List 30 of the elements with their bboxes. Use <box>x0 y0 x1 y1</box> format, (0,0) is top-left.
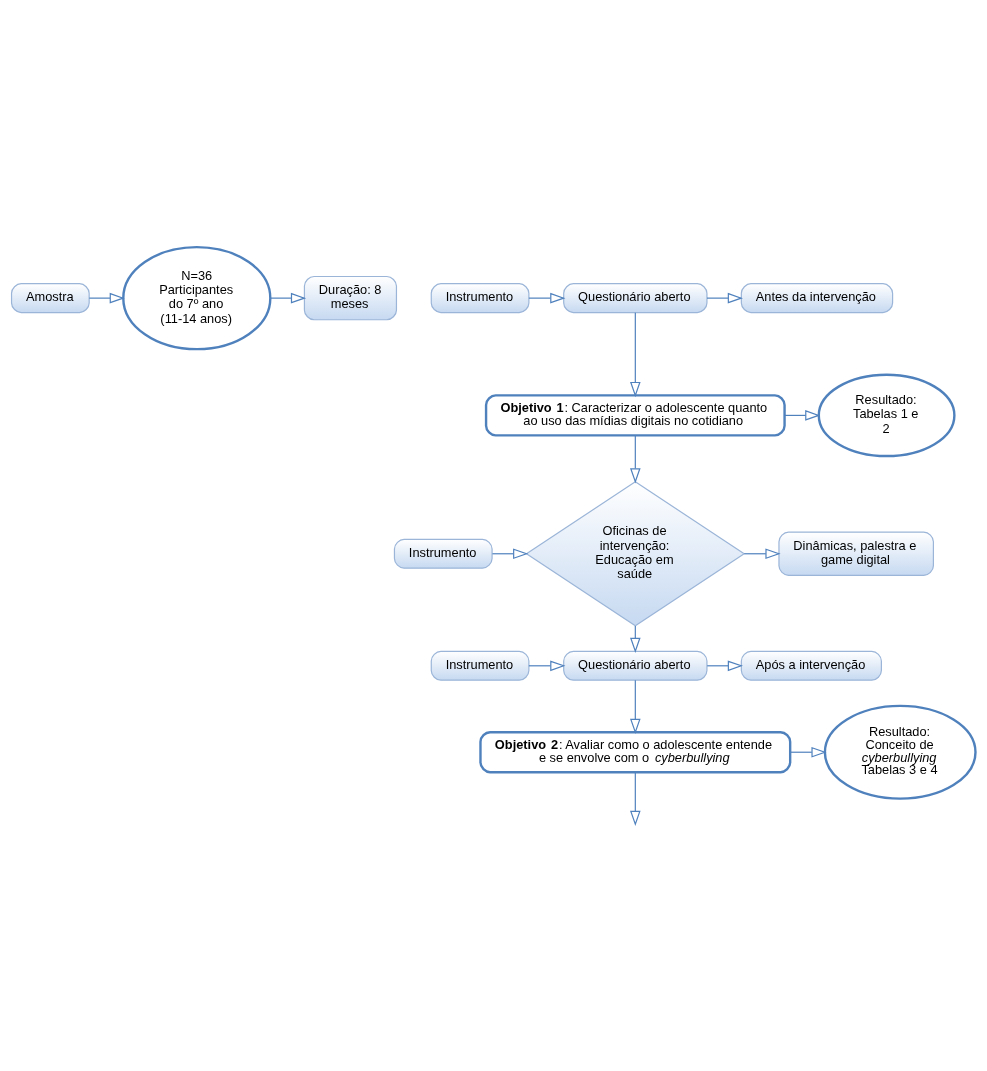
arrow <box>630 679 641 734</box>
arrow <box>528 659 566 671</box>
arrow <box>706 292 743 303</box>
node-box: Dinâmicas, palestra e game digital <box>778 531 934 576</box>
arrow <box>270 292 307 303</box>
arrow <box>630 434 641 483</box>
arrow <box>743 547 781 559</box>
node-ellipse: N=36 Participantes do 7º ano (11-14 anos) <box>122 245 272 350</box>
arrow <box>630 311 641 397</box>
arrow <box>88 292 125 303</box>
node-ellipse: Resultado: Conceito de cyberbullying Tabelas 3 e 4 <box>823 704 977 800</box>
arrow <box>706 659 743 671</box>
node-box: Instrumento <box>393 538 493 569</box>
node-box: Objetivo 2: Avaliar como o adolescente entende e se envolve com o cyberbullying <box>479 730 792 773</box>
node-diamond: Oficinas de intervenção: Educação em saúde <box>525 480 746 626</box>
arrow <box>491 547 529 559</box>
node-box: Duração: 8 meses <box>303 275 398 320</box>
node-box: Questionário aberto <box>563 282 708 313</box>
arrow <box>784 409 821 421</box>
node-box: Instrumento <box>430 282 530 313</box>
arrow <box>789 746 827 758</box>
node-box: Objetivo 1: Caracterizar o adolescente quanto ao uso das mídias digitais no cotidiano <box>484 393 786 437</box>
arrow <box>528 292 566 303</box>
node-box: Amostra <box>10 282 90 313</box>
node-box: Instrumento <box>430 650 530 681</box>
node-box: Antes da intervenção <box>740 282 894 313</box>
node-box: Questionário aberto <box>563 650 708 681</box>
node-ellipse: Resultado: Tabelas 1 e 2 <box>817 373 956 457</box>
arrow <box>630 771 641 826</box>
node-box: Após a intervenção <box>740 650 882 681</box>
